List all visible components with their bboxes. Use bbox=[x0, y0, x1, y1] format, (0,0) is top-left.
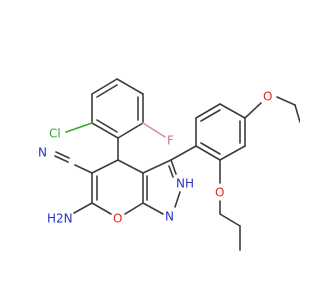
atom-labels: Cl F N H2N O N NH O O bbox=[38, 90, 272, 226]
bond bbox=[91, 78, 118, 95]
atom-label-o-ether-1: O bbox=[263, 90, 272, 104]
bond-triple bbox=[55, 151, 70, 159]
atom-label-o-ring: O bbox=[113, 212, 122, 226]
atom-label-cl: Cl bbox=[49, 127, 61, 141]
bond bbox=[116, 78, 144, 95]
atom-label-n1: N bbox=[165, 210, 174, 224]
bond bbox=[91, 202, 112, 215]
atom-label-o-ether-2: O bbox=[215, 186, 224, 200]
bond-cl bbox=[65, 122, 93, 133]
bond-double bbox=[96, 84, 118, 98]
bond bbox=[142, 202, 164, 215]
bond-f bbox=[142, 122, 166, 138]
atom-label-f: F bbox=[167, 134, 174, 148]
bond bbox=[170, 159, 177, 175]
bond-double bbox=[168, 165, 174, 178]
bond bbox=[170, 145, 197, 161]
bond bbox=[124, 202, 144, 215]
bonds bbox=[54, 78, 300, 251]
bond bbox=[74, 164, 93, 174]
bond bbox=[195, 145, 221, 161]
bond bbox=[142, 159, 172, 174]
bond bbox=[73, 202, 93, 214]
atom-label-nh: NH bbox=[176, 177, 194, 191]
atom-label-nh2: H2N bbox=[47, 212, 73, 226]
bond bbox=[219, 145, 246, 161]
bond bbox=[219, 103, 246, 119]
bond bbox=[117, 122, 144, 139]
bond-triple bbox=[54, 155, 69, 163]
bond bbox=[91, 159, 119, 174]
molecule-structure: Cl F N H2N O N NH O O bbox=[38, 78, 300, 251]
bond bbox=[174, 191, 181, 208]
bond bbox=[276, 96, 296, 106]
bond bbox=[294, 104, 300, 123]
bond-double bbox=[96, 119, 118, 133]
bond bbox=[195, 103, 221, 119]
atom-label-n-nitrile: N bbox=[38, 146, 47, 160]
bond-double bbox=[200, 109, 221, 122]
bond bbox=[117, 159, 144, 174]
bond bbox=[244, 102, 262, 119]
bond bbox=[91, 122, 119, 139]
bond bbox=[219, 213, 241, 227]
bond-double bbox=[200, 142, 221, 155]
